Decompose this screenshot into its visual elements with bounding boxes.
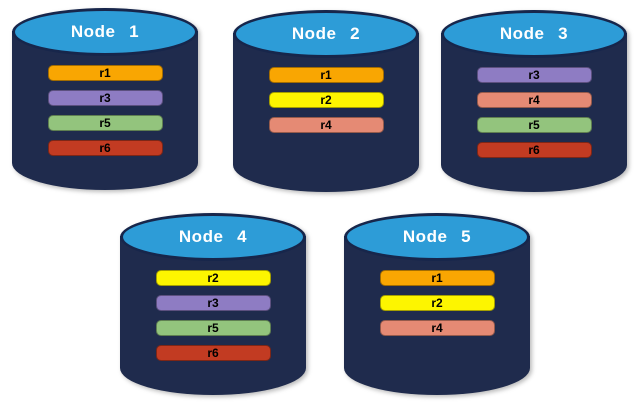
replica-label: r5 [207,321,219,335]
database-cylinder-top: Node 5 [344,213,530,261]
node-cylinder: Node 5 r1 r2 r4 [344,213,530,395]
node-label: Node 2 [291,24,361,43]
replica-bar: r5 [155,320,271,336]
replica-label: r1 [99,66,111,80]
database-cylinder-body [233,33,419,192]
replica-bar: r6 [476,142,592,158]
node-label: Node 5 [402,227,472,246]
database-cylinder-top: Node 3 [441,10,627,58]
replica-label: r3 [207,296,219,310]
replica-bar: r1 [47,65,163,81]
database-cylinder-body [441,33,627,192]
replica-label: r3 [99,91,111,105]
replica-label: r4 [528,93,540,107]
replica-bar: r2 [155,270,271,286]
replica-label: r6 [99,141,111,155]
replica-label: r6 [207,346,219,360]
replica-bars: r1 r2 r4 [344,270,530,336]
database-cylinder-body [12,31,198,190]
replica-bars: r1 r3 r5 r6 [12,65,198,156]
node-label: Node 1 [70,22,140,41]
node-cylinder: Node 3 r3 r4 r5 r6 [441,10,627,192]
replica-label: r5 [528,118,540,132]
replica-bar: r3 [476,67,592,83]
replica-label: r1 [320,68,332,82]
database-cylinder-body [344,236,530,395]
replica-bar: r1 [268,67,384,83]
replica-bar: r4 [268,117,384,133]
replica-label: r2 [431,296,443,310]
replica-bar: r6 [155,345,271,361]
replica-label: r5 [99,116,111,130]
database-cylinder-body [120,236,306,395]
replica-bar: r4 [379,320,495,336]
replica-bar: r3 [47,90,163,106]
node-label: Node 4 [178,227,248,246]
replica-label: r2 [320,93,332,107]
replica-bars: r2 r3 r5 r6 [120,270,306,361]
replica-label: r1 [431,271,443,285]
database-cylinder-top: Node 4 [120,213,306,261]
replica-bar: r3 [155,295,271,311]
replica-label: r4 [431,321,443,335]
database-cylinder-top: Node 1 [12,8,198,56]
replica-bar: r2 [268,92,384,108]
replica-bar: r5 [476,117,592,133]
replica-bars: r1 r2 r4 [233,67,419,133]
node-cylinder: Node 1 r1 r3 r5 r6 [12,8,198,190]
replica-bar: r4 [476,92,592,108]
replica-bar: r5 [47,115,163,131]
node-cylinder: Node 4 r2 r3 r5 r6 [120,213,306,395]
replica-bars: r3 r4 r5 r6 [441,67,627,158]
replica-label: r2 [207,271,219,285]
node-cylinder: Node 2 r1 r2 r4 [233,10,419,192]
replica-label: r6 [528,143,540,157]
replica-bar: r2 [379,295,495,311]
database-cylinder-top: Node 2 [233,10,419,58]
replica-bar: r1 [379,270,495,286]
replica-label: r3 [528,68,540,82]
node-label: Node 3 [499,24,569,43]
replica-bar: r6 [47,140,163,156]
replica-label: r4 [320,118,332,132]
